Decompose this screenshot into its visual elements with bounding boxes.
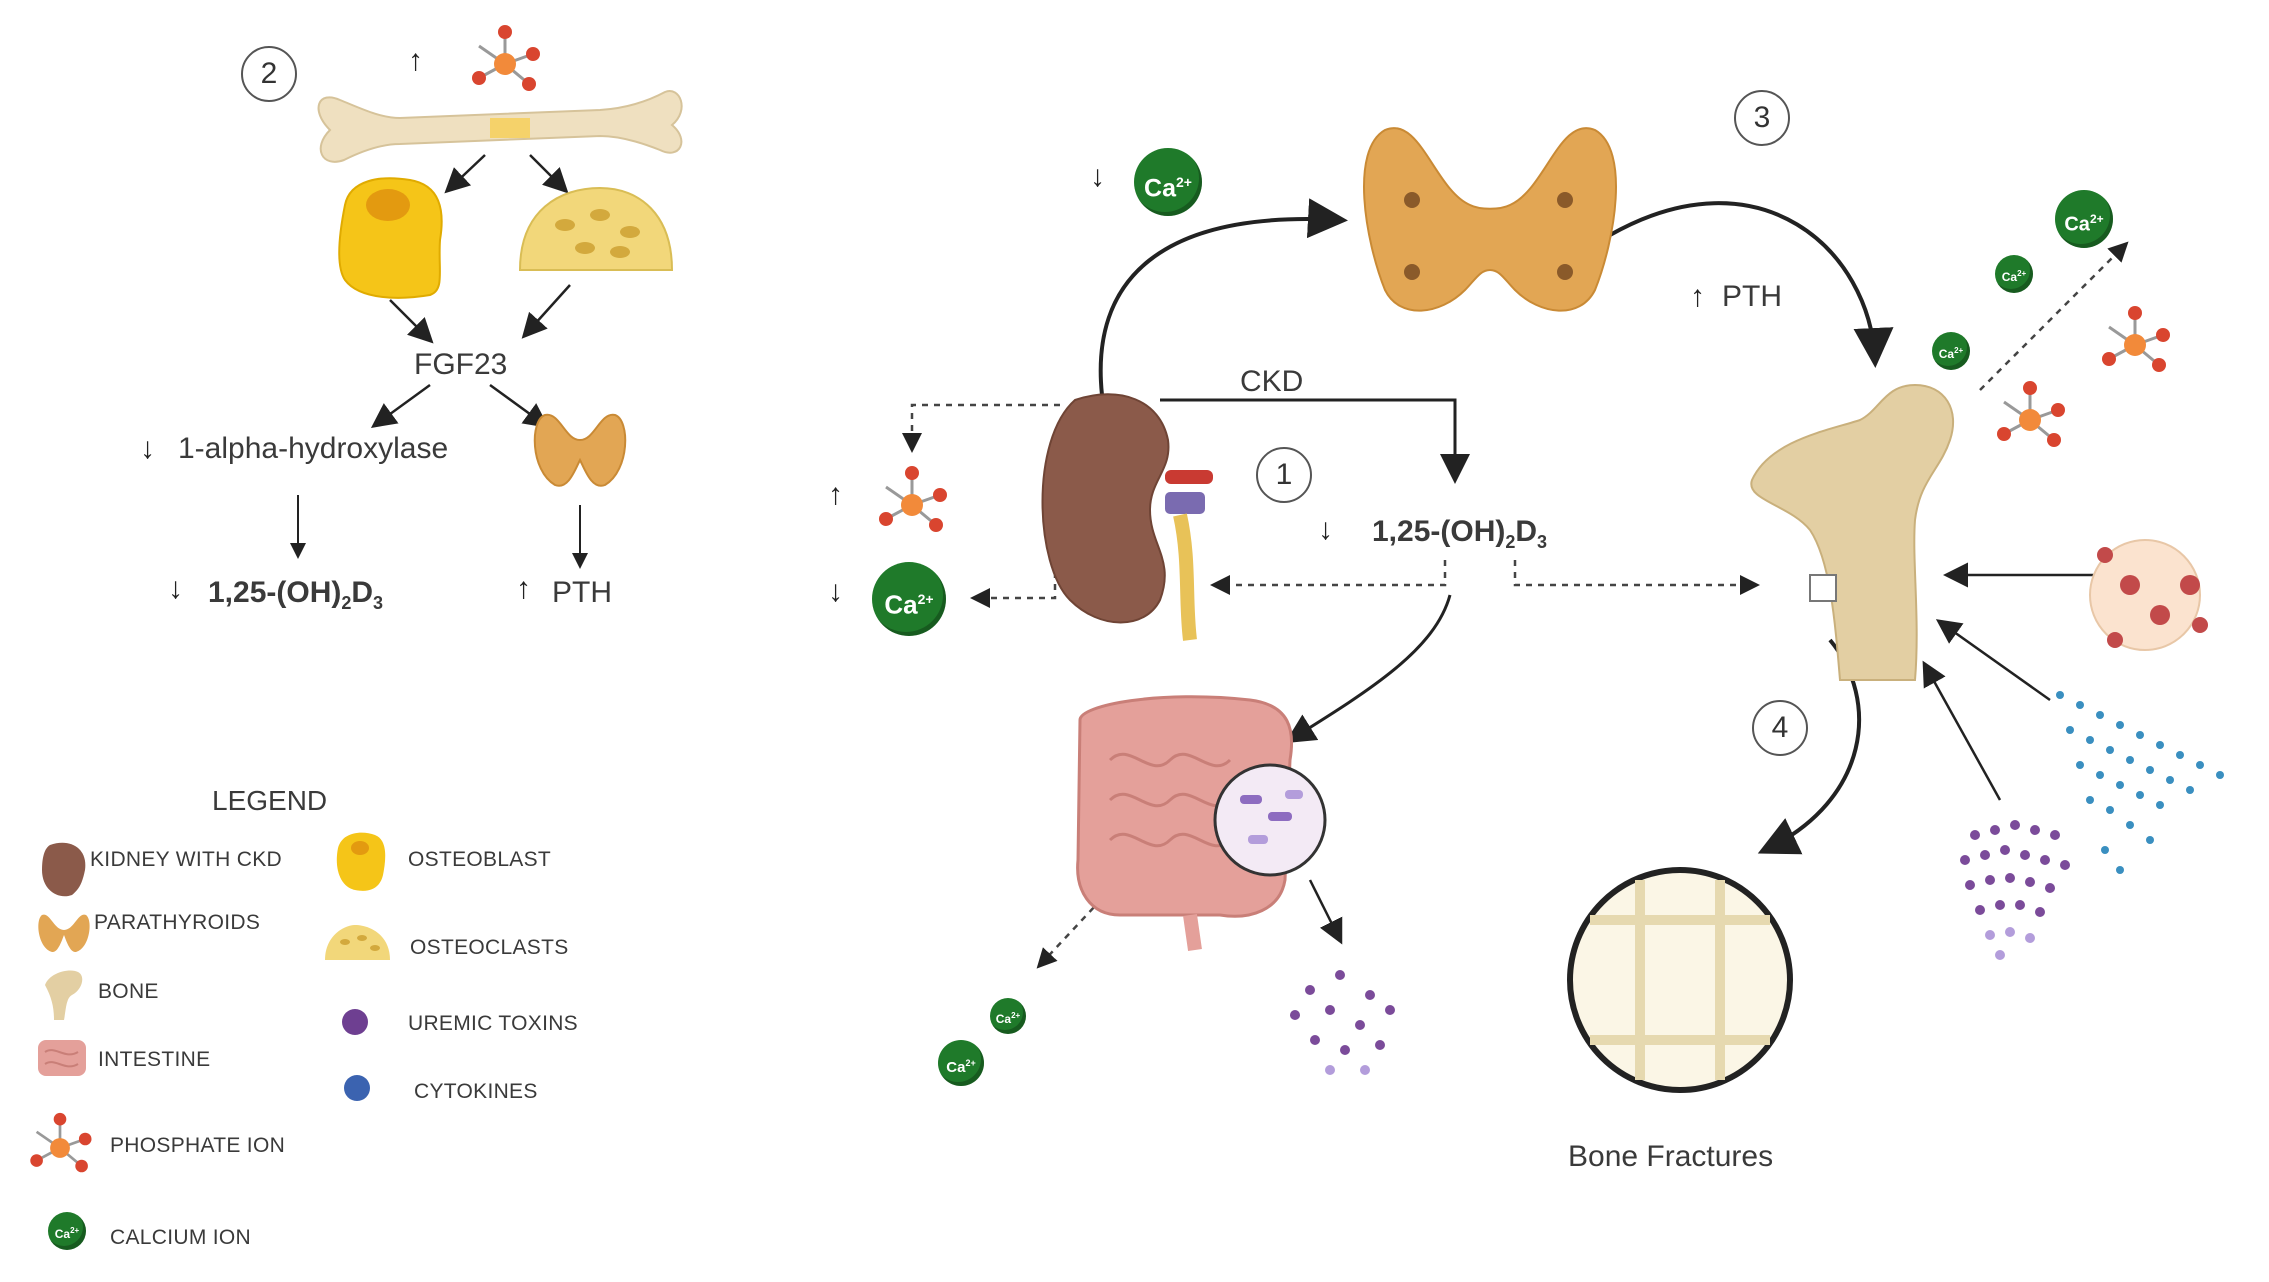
ckd-label: CKD [1240, 365, 1304, 398]
calcium-ion-bone-3: Ca2+ [1932, 332, 1970, 370]
inflammatory-cell-icon [2089, 539, 2208, 651]
legend-osteoblast-icon [336, 832, 386, 891]
pth-label-left: PTH [552, 576, 612, 609]
arrow-fgf23-to-hydroxylase [370, 383, 431, 428]
arrow-bone-to-calcium-out [1979, 241, 2129, 391]
arrow-kidney-to-calcium [970, 560, 1057, 608]
vitd-sub2: 3 [373, 593, 384, 613]
parathyroid-icon [1363, 127, 1617, 312]
phosphate-icon-bone-2 [1995, 379, 2067, 449]
vitd-sub1: 2 [341, 593, 352, 613]
legend-parathyroid-icon [38, 914, 90, 953]
bone-long-icon [317, 90, 683, 163]
legend-phosphate-label: PHOSPHATE ION [110, 1134, 286, 1157]
arrow-kidney-to-parathyroid [1098, 198, 1348, 396]
vitd-sub2: 3 [1537, 532, 1548, 552]
legend-intestine-icon [38, 1040, 86, 1076]
phosphate-icon [470, 23, 542, 93]
down-arrow-icon: ↓ [1090, 160, 1105, 193]
arrow-bone-to-osteoclast [529, 154, 569, 194]
kidney-icon [1041, 393, 1213, 641]
up-arrow-icon: ↑ [828, 478, 843, 511]
legend-osteoclast-icon [325, 925, 390, 960]
legend-calcium-label: CALCIUM ION [110, 1226, 251, 1249]
vitd-d: D [351, 576, 374, 609]
pth-label-center: PTH [1722, 280, 1782, 313]
step-2-badge: 2 [241, 46, 297, 102]
arrow-osteoclast-to-fgf23 [521, 284, 571, 339]
femur-icon [1750, 383, 1955, 681]
arrow-vitd-to-bone [1513, 560, 1760, 595]
legend-osteoblast-label: OSTEOBLAST [408, 848, 552, 871]
calcium-ion-bone-2: Ca2+ [1995, 255, 2033, 293]
step-3-badge: 3 [1734, 90, 1790, 146]
step-1-badge: 1 [1256, 447, 1312, 503]
step-4-badge: 4 [1752, 700, 1808, 756]
legend-kidney-label: KIDNEY WITH CKD [90, 848, 282, 871]
down-arrow-icon: ↓ [168, 572, 183, 605]
phosphate-icon-kidney [877, 464, 949, 534]
arrow-cytokines2-to-bone [1935, 619, 2051, 702]
down-arrow-icon: ↓ [1318, 513, 1333, 546]
legend-intestine-label: INTESTINE [98, 1048, 211, 1071]
calcium-ion-intestine-1: Ca2+ [990, 998, 1026, 1034]
legend-cytokine-icon [344, 1075, 370, 1101]
legend-bone-label: BONE [98, 980, 159, 1003]
down-arrow-icon: ↓ [828, 575, 843, 608]
up-arrow-icon: ↑ [516, 572, 531, 605]
cytokines-cluster [2056, 691, 2224, 874]
legend-osteoclast-label: OSTEOCLASTS [410, 936, 569, 959]
legend-kidney-icon [42, 842, 86, 897]
calcium-ion-kidney: Ca2+ [872, 562, 946, 636]
osteoclast-icon [518, 186, 674, 271]
legend-calcium-icon: Ca2+ [48, 1212, 86, 1250]
down-arrow-icon: ↓ [140, 432, 155, 465]
legend-parathyroid-label: PARATHYROIDS [94, 911, 261, 934]
microbiome-zoom-icon [1213, 763, 1327, 877]
up-arrow-icon: ↑ [1690, 280, 1705, 313]
vitd-text: 1,25-(OH) [208, 576, 342, 609]
legend-title: LEGEND [212, 785, 328, 816]
arrow-vitd-to-kidney [1210, 560, 1447, 595]
vitd-d: D [1515, 515, 1538, 548]
arrow-microbiome-to-toxins [1308, 879, 1343, 945]
osteoblast-icon [338, 177, 443, 299]
fgf23-label: FGF23 [414, 348, 508, 381]
arrow-parathyroid-to-bone [1609, 201, 1894, 368]
parathyroid-small-icon [533, 413, 627, 487]
vitd-text: 1,25-(OH) [1372, 515, 1506, 548]
calcium-ion-bone-1: Ca2+ [2055, 190, 2113, 248]
vitamin-d-label-left: 1,25-(OH)2D3 [208, 576, 383, 614]
arrow-vitd-to-intestine [1284, 594, 1452, 744]
arrow-fgf23-to-parathyroid [489, 383, 550, 428]
arrow-kidney-to-phosphate [902, 403, 1060, 453]
legend-phosphate-icon [28, 1111, 93, 1174]
arrow-ckd-to-vitd [1160, 398, 1470, 484]
calcium-ion-intestine-2: Ca2+ [938, 1040, 984, 1086]
up-arrow-icon: ↑ [408, 44, 423, 77]
legend-bone-icon [45, 970, 83, 1020]
uremic-toxins-bottom [1290, 970, 1395, 1075]
legend-uremic-label: UREMIC TOXINS [408, 1012, 578, 1035]
bone-fracture-zoom-icon [1567, 867, 1793, 1093]
arrow-bone-to-osteoblast [444, 154, 486, 194]
bone-fractures-label: Bone Fractures [1568, 1140, 1774, 1173]
hydroxylase-label: 1-alpha-hydroxylase [178, 432, 449, 465]
uremic-toxins-cluster [1960, 820, 2070, 960]
phosphate-icon-bone-1 [2100, 304, 2172, 374]
arrow-osteoblast-to-fgf23 [389, 299, 434, 344]
vitd-sub1: 2 [1505, 532, 1516, 552]
legend-cytokine-label: CYTOKINES [414, 1080, 538, 1103]
arrow-toxins-to-bone [1922, 660, 2002, 801]
vitamin-d-label-center: 1,25-(OH)2D3 [1372, 515, 1547, 553]
calcium-ion-parathyroid: Ca2+ [1134, 148, 1202, 216]
legend-uremic-toxin-icon [342, 1009, 368, 1035]
